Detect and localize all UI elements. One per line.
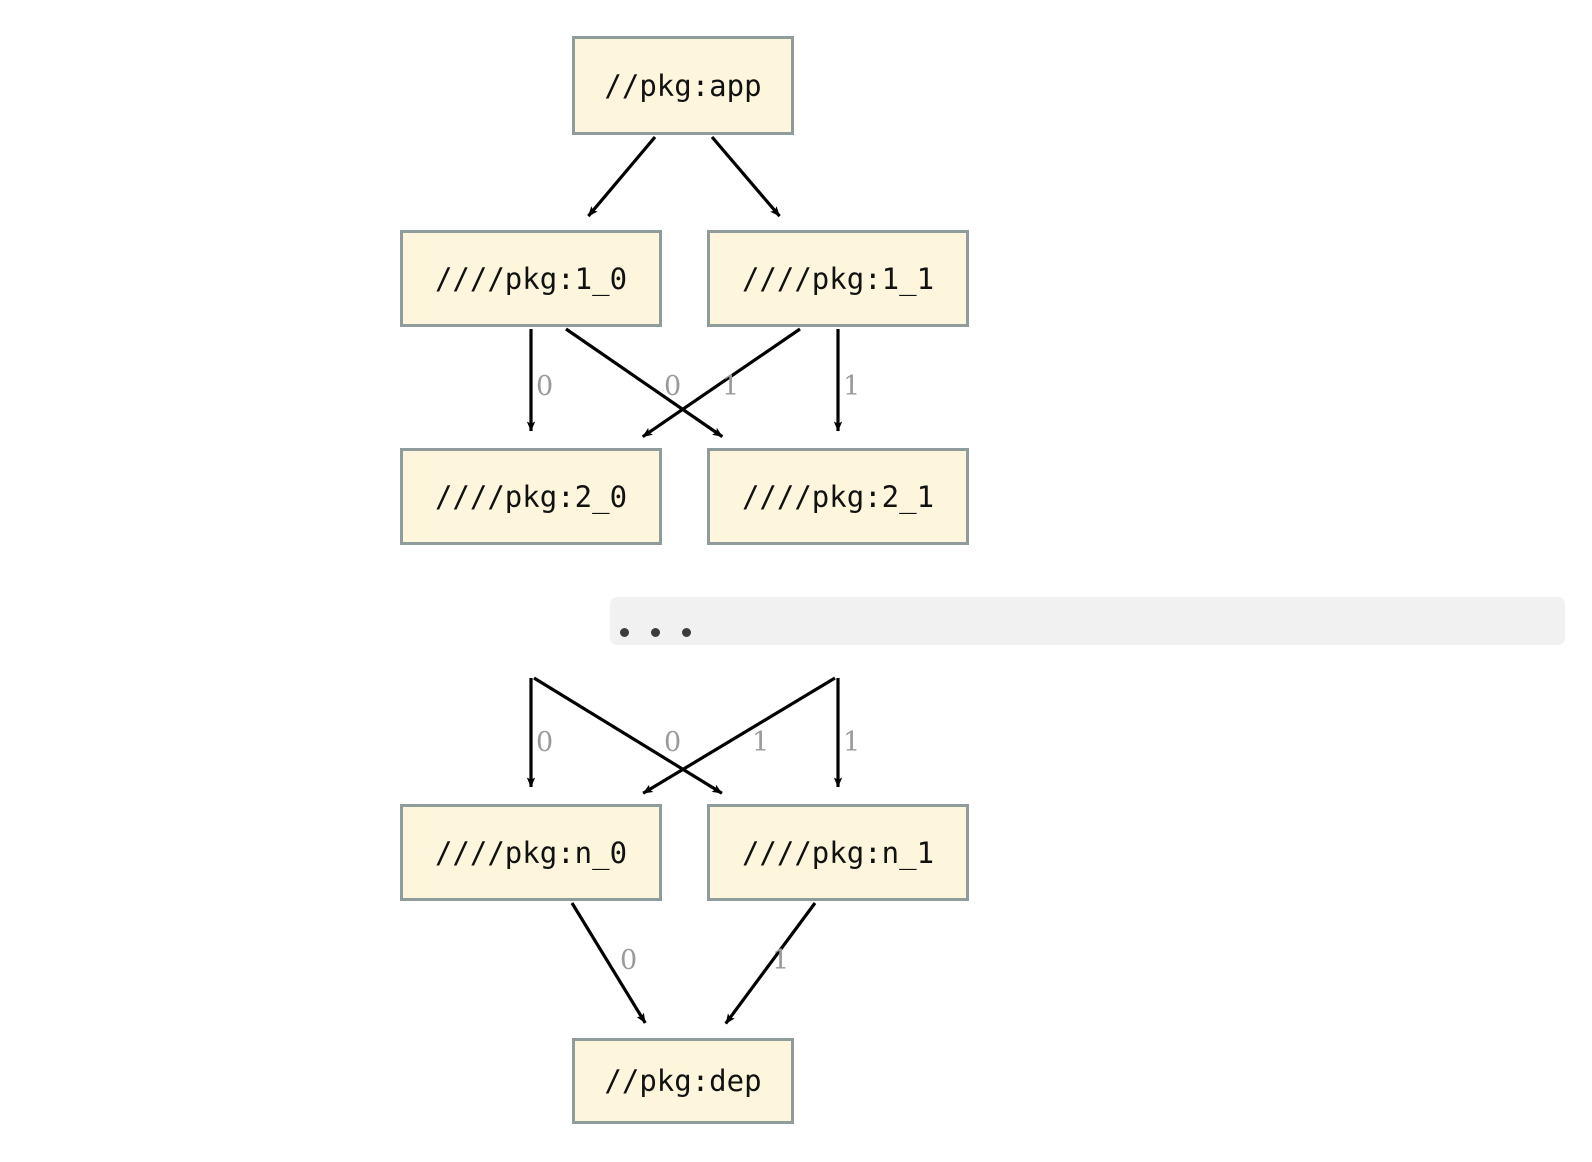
node-app[interactable]: //pkg:app (572, 36, 794, 135)
edge-label: 1 (843, 371, 861, 402)
node-label: ////pkg:n_0 (434, 835, 628, 870)
edge-app-to-l1_0 (587, 135, 657, 218)
edge-label: 1 (772, 945, 790, 976)
node-label: ////pkg:2_0 (434, 479, 628, 514)
node-ln_0[interactable]: ////pkg:n_0 (400, 804, 662, 901)
node-ln_1[interactable]: ////pkg:n_1 (707, 804, 969, 901)
ellipsis-band (610, 597, 1565, 645)
edge-label: 0 (536, 371, 554, 402)
node-dep[interactable]: //pkg:dep (572, 1038, 794, 1124)
node-label: //pkg:app (604, 68, 762, 103)
dot-2 (651, 628, 660, 637)
edge-ln_0-to-dep (570, 902, 647, 1024)
node-label: ////pkg:2_1 (741, 479, 935, 514)
edge-hidden-to-ln_1 (533, 676, 723, 795)
edge-label: 1 (752, 727, 770, 758)
node-label: ////pkg:n_1 (741, 835, 935, 870)
edge-group (526, 135, 843, 1025)
edge-ln_1-to-dep (724, 902, 817, 1025)
edge-label: 0 (664, 727, 682, 758)
node-l1_1[interactable]: ////pkg:1_1 (707, 230, 969, 327)
dot-1 (620, 628, 629, 637)
node-label: //pkg:dep (604, 1064, 762, 1098)
node-label: ////pkg:1_1 (741, 261, 935, 296)
edge-l1_0-to-l2_1 (565, 327, 724, 438)
edge-label: 0 (536, 727, 554, 758)
edge-app-to-l1_1 (710, 135, 781, 218)
ellipsis-dots (620, 628, 691, 637)
node-l2_1[interactable]: ////pkg:2_1 (707, 448, 969, 545)
edge-label: 1 (722, 371, 740, 402)
edge-hidden-to-ln_0 (642, 676, 836, 795)
dot-3 (682, 628, 691, 637)
node-label: ////pkg:1_0 (434, 261, 628, 296)
edge-label: 0 (620, 945, 638, 976)
node-l1_0[interactable]: ////pkg:1_0 (400, 230, 662, 327)
edge-label: 1 (843, 727, 861, 758)
node-l2_0[interactable]: ////pkg:2_0 (400, 448, 662, 545)
edge-l1_1-to-l2_0 (641, 327, 801, 438)
edge-label: 0 (664, 371, 682, 402)
